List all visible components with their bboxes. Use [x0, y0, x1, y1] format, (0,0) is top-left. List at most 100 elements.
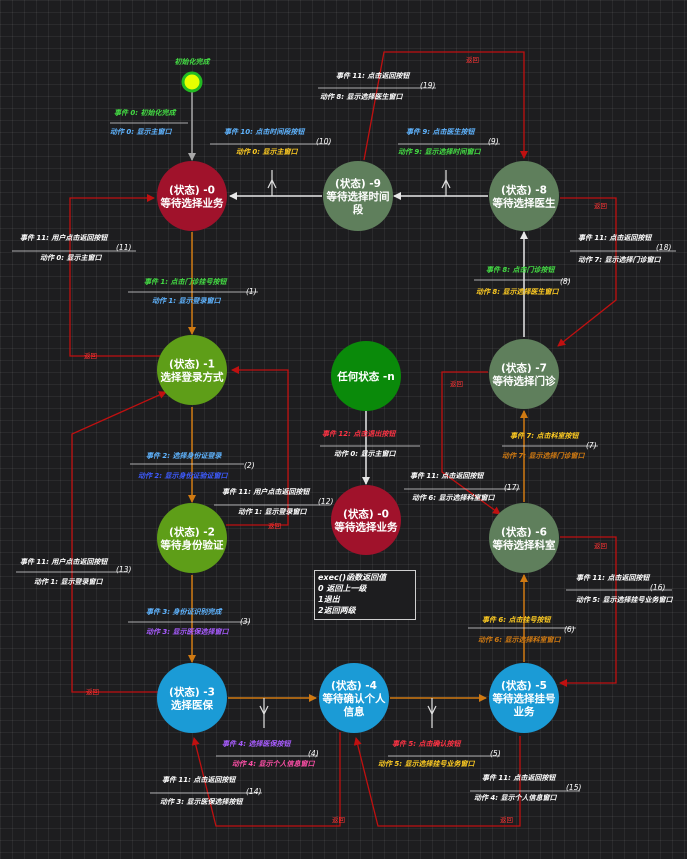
action-text: 动作 0: 显示主窗口 — [236, 147, 299, 156]
event-text: 事件 11: 用户点击返回按钮 — [20, 557, 108, 566]
action-text: 动作 1: 显示登录窗口 — [152, 296, 222, 305]
event-text: 事件 11: 点击返回按钮 — [578, 233, 652, 242]
state-label: (状态) -6 — [501, 526, 547, 539]
state-label: 等待选择业务 — [160, 197, 224, 210]
transition-number: (14) — [246, 787, 261, 796]
transition-number: (18) — [656, 243, 671, 252]
action-text: 动作 0: 显示主窗口 — [110, 127, 173, 136]
state-node-nn: 任何状态 -n — [331, 341, 401, 411]
transition-number: (12) — [318, 497, 333, 506]
state-label: (状态) -1 — [169, 358, 215, 371]
legend-line: 1退出 — [318, 595, 340, 604]
state-circle — [489, 339, 559, 409]
event-text: 事件 11: 用户点击返回按钮 — [20, 233, 108, 242]
exec-return-legend: exec()函数返回值 0 返回上一级 1退出 2返回两级 — [314, 570, 416, 620]
state-label: 等待选择业务 — [334, 521, 398, 534]
state-label: (状态) -0 — [343, 508, 389, 521]
event-text: 事件 11: 点击返回按钮 — [410, 471, 484, 480]
transition-number: (16) — [650, 583, 665, 592]
transition-number: (17) — [504, 483, 519, 492]
event-text: 事件 0: 初始化完成 — [114, 108, 178, 117]
state-label: 等待选择挂号 — [492, 692, 556, 705]
return-edge-1-0 — [69, 194, 160, 357]
event-text: 事件 11: 用户点击返回按钮 — [222, 487, 310, 496]
return-label: 返回 — [594, 202, 607, 210]
state-label: (状态) -4 — [331, 679, 377, 692]
state-circle — [157, 161, 227, 231]
state-label: 等待身份验证 — [160, 539, 224, 552]
action-text: 动作 8: 显示选择医生窗口 — [476, 287, 560, 296]
state-circle — [157, 503, 227, 573]
legend-line: 0 返回上一级 — [318, 584, 367, 593]
state-label: 选择登录方式 — [161, 371, 224, 384]
action-text: 动作 1: 显示登录窗口 — [238, 507, 308, 516]
event-text: 事件 8: 点击门诊按钮 — [486, 265, 556, 274]
action-text: 动作 3: 显示医保选择窗口 — [146, 627, 230, 636]
state-circle — [323, 161, 393, 231]
label-underlines — [12, 87, 676, 794]
event-text: 事件 7: 点击科室按钮 — [510, 431, 580, 440]
transition-number: (5) — [490, 749, 501, 758]
legend-title: exec()函数返回值 — [318, 573, 387, 582]
event-text: 事件 11: 点击返回按钮 — [162, 775, 236, 784]
event-text: 事件 6: 点击挂号按钮 — [482, 615, 552, 624]
transition-number: (9) — [488, 137, 499, 146]
event-text: 事件 11: 点击返回按钮 — [576, 573, 650, 582]
transition-number: (11) — [116, 243, 131, 252]
return-edge-6-5 — [559, 536, 617, 687]
edges — [12, 51, 676, 827]
return-edge-9-8 — [363, 51, 528, 161]
state-label: 任何状态 -n — [336, 370, 395, 383]
action-text: 动作 7: 显示选择门诊窗口 — [578, 255, 662, 264]
action-text: 动作 4: 显示个人信息窗口 — [232, 759, 316, 768]
state-label: 选择医保 — [171, 699, 213, 712]
state-label: 等待选择医生 — [492, 197, 556, 210]
state-circle — [319, 663, 389, 733]
action-text: 动作 6: 显示选择科室窗口 — [478, 635, 562, 644]
action-text: 动作 0: 显示主窗口 — [40, 253, 103, 262]
transition-number: (15) — [566, 783, 581, 792]
event-text: 事件 11: 点击返回按钮 — [482, 773, 556, 782]
start-node: 初始化完成 — [175, 57, 211, 93]
transition-number: (3) — [240, 617, 251, 626]
state-circle — [489, 161, 559, 231]
state-label: (状态) -3 — [169, 686, 215, 699]
legend-line: 2返回两级 — [318, 606, 356, 615]
return-label: 返回 — [594, 542, 607, 550]
return-label: 返回 — [466, 56, 479, 64]
return-edge-2-1 — [226, 366, 289, 526]
state-circle — [489, 503, 559, 573]
state-label: 等待确认个人 — [322, 692, 386, 705]
state-label: (状态) -7 — [501, 362, 547, 375]
return-label: 返回 — [450, 380, 463, 388]
action-text: 动作 4: 显示个人信息窗口 — [474, 793, 558, 802]
event-text: 事件 5: 点击确认按钮 — [392, 739, 462, 748]
transition-number: (19) — [420, 81, 435, 90]
return-labels: 返回返回返回返回返回返回返回返回返回 — [84, 56, 607, 824]
return-edge-8-7 — [557, 197, 617, 347]
event-text: 事件 4: 选择医保按钮 — [222, 739, 292, 748]
return-label: 返回 — [500, 816, 513, 824]
